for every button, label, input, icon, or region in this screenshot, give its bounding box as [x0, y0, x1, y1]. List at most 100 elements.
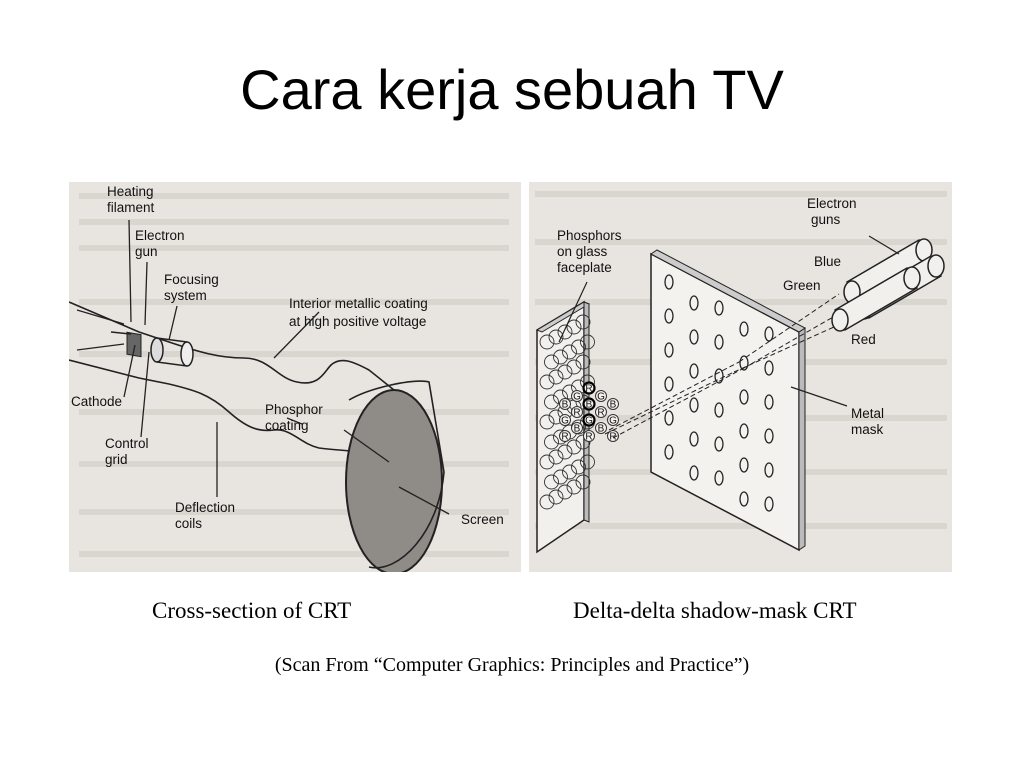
svg-text:at high positive voltage: at high positive voltage [289, 314, 426, 329]
phosphor-cell [566, 319, 582, 335]
mask-hole [714, 402, 724, 418]
mask-hole [739, 457, 749, 473]
mask-hole [689, 363, 699, 379]
phosphor-dot [559, 414, 571, 426]
phosphor-dot-label: B [598, 424, 605, 435]
phosphor-dot [571, 422, 583, 434]
phosphor-dot [595, 422, 607, 434]
mask-hole [739, 423, 749, 439]
label-screen: Screen [461, 512, 504, 527]
mask-hole [764, 428, 774, 444]
phosphor-cell [575, 434, 591, 450]
svg-text:gun: gun [135, 244, 158, 259]
phosphor-cell [539, 494, 555, 510]
phosphor-dot-label: G [597, 392, 605, 403]
phosphor-cell [575, 314, 591, 330]
mask-hole [739, 321, 749, 337]
phosphor-dot [607, 414, 619, 426]
mask-hole [739, 491, 749, 507]
phosphor-cell [548, 369, 564, 385]
phosphor-dot [582, 413, 596, 427]
phosphor-cell [571, 459, 586, 475]
label-green: Green [783, 278, 821, 293]
phosphor-cell [557, 484, 573, 500]
phosphor-cell [539, 454, 555, 470]
slide-title: Cara kerja sebuah TV [240, 58, 784, 121]
mask-hole [714, 436, 724, 452]
caption-crt-cross-section: Cross-section of CRT [152, 598, 352, 623]
label-electron-gun: Electron [135, 228, 185, 243]
phosphor-cell [548, 489, 564, 505]
mask-hole [714, 300, 724, 316]
label-cathode: Cathode [71, 394, 122, 409]
phosphor-cell [580, 334, 595, 350]
mask-hole [689, 295, 699, 311]
label-heating-filament: Heating [107, 184, 154, 199]
phosphor-dot-label: G [585, 416, 593, 427]
phosphor-dot-label: B [562, 400, 569, 411]
phosphor-cell [553, 469, 568, 485]
mask-hole [689, 431, 699, 447]
label-blue: Blue [814, 254, 841, 269]
label-phosphors: Phosphors [557, 228, 622, 243]
metal-mask [650, 249, 806, 552]
phosphor-cell [544, 354, 559, 370]
svg-text:mask: mask [851, 422, 884, 437]
mask-hole [764, 394, 774, 410]
phosphor-dot [582, 397, 596, 411]
phosphor-cell [566, 359, 582, 375]
mask-hole [714, 368, 724, 384]
crt-cross-section-figure: Heating filament Electron gun Focusing s… [69, 182, 521, 572]
phosphor-cell [539, 374, 555, 390]
mask-hole [664, 410, 674, 426]
phosphor-dot-label: R [597, 408, 604, 419]
label-focusing-system: Focusing [164, 272, 219, 287]
phosphor-cell [566, 439, 582, 455]
mask-hole [664, 308, 674, 324]
label-electron-guns: Electron [807, 196, 857, 211]
phosphor-dot-label: G [609, 416, 617, 427]
phosphor-cell [566, 479, 582, 495]
phosphor-cell [544, 394, 559, 410]
mask-hole [739, 355, 749, 371]
mask-hole [689, 465, 699, 481]
label-interior-coating: Interior metallic coating [289, 296, 428, 311]
phosphor-cell [548, 449, 564, 465]
svg-text:filament: filament [107, 200, 155, 215]
phosphor-dot-label: R [585, 384, 592, 395]
phosphor-dot [595, 406, 607, 418]
caption-shadow-mask-crt: Delta-delta shadow-mask CRT [573, 598, 857, 623]
phosphor-dot-label: B [610, 400, 617, 411]
screen-face [345, 389, 443, 572]
phosphor-cell [544, 474, 559, 490]
label-metal-mask: Metal [851, 406, 884, 421]
phosphor-cell [562, 344, 577, 360]
electron-gun-assembly [76, 309, 194, 367]
phosphor-dot-label: B [586, 400, 593, 411]
svg-text:coating: coating [265, 418, 309, 433]
phosphor-cell [575, 354, 591, 370]
phosphor-dot [571, 390, 583, 402]
electron-guns [831, 238, 945, 332]
phosphor-dot-label: G [573, 392, 581, 403]
crt-tube [69, 301, 410, 465]
mask-hole [764, 462, 774, 478]
phosphor-dot-label: R [609, 432, 616, 443]
phosphor-dot-label: R [573, 408, 580, 419]
svg-text:faceplate: faceplate [557, 260, 612, 275]
phosphor-cell [539, 334, 555, 350]
label-phosphor-coating: Phosphor [265, 402, 323, 417]
phosphor-dot [583, 430, 595, 442]
label-control-grid: Control [105, 436, 149, 451]
phosphor-cell [557, 444, 573, 460]
mask-hole [764, 496, 774, 512]
svg-text:grid: grid [105, 452, 128, 467]
phosphor-cell [562, 464, 577, 480]
phosphor-dot [595, 390, 607, 402]
svg-text:on glass: on glass [557, 244, 608, 259]
mask-hole [714, 334, 724, 350]
phosphor-cell [571, 339, 586, 355]
mask-hole [764, 360, 774, 376]
